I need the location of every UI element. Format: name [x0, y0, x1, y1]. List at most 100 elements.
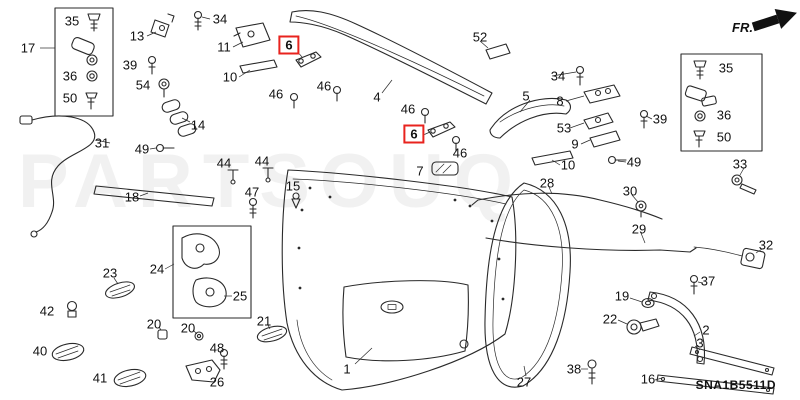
part-20-grommet-a [157, 329, 168, 340]
part-46-clip-d [451, 135, 461, 152]
part-6-hinge-lever-right [427, 121, 456, 138]
part-46-clip-c [420, 107, 430, 124]
part-label-40[interactable]: 40 [32, 343, 48, 359]
part-10-shim-right [531, 150, 574, 166]
part-label-6[interactable]: 6 [278, 35, 300, 55]
part-54-washer-bolt [158, 78, 170, 98]
part-label-18[interactable]: 18 [124, 189, 140, 205]
part-label-15[interactable]: 15 [285, 178, 301, 194]
part-label-41[interactable]: 41 [92, 370, 108, 386]
part-label-19[interactable]: 19 [614, 288, 630, 304]
part-24-latch-assembly-box [172, 225, 252, 319]
part-41-pad [113, 368, 147, 388]
part-hardware-kit-box-right [680, 53, 763, 152]
part-label-3[interactable]: 3 [696, 335, 704, 351]
part-label-53[interactable]: 53 [556, 120, 572, 136]
part-44-clip-b [262, 167, 274, 183]
part-label-9[interactable]: 9 [571, 136, 579, 152]
part-20-grommet-b [194, 331, 204, 341]
part-label-47[interactable]: 47 [244, 184, 260, 200]
part-label-36[interactable]: 36 [716, 107, 732, 123]
part-label-16[interactable]: 16 [640, 371, 656, 387]
part-label-39[interactable]: 39 [122, 57, 138, 73]
part-label-52[interactable]: 52 [472, 29, 488, 45]
part-label-35[interactable]: 35 [64, 13, 80, 29]
part-label-8[interactable]: 8 [556, 93, 564, 109]
part-53-bracket [583, 112, 614, 130]
part-label-24[interactable]: 24 [149, 261, 165, 277]
part-label-22[interactable]: 22 [602, 311, 618, 327]
part-label-33[interactable]: 33 [732, 156, 748, 172]
part-label-46[interactable]: 46 [316, 78, 332, 94]
part-10-shim-left [239, 59, 278, 74]
part-label-49[interactable]: 49 [134, 141, 150, 157]
part-label-36[interactable]: 36 [62, 68, 78, 84]
part-label-17[interactable]: 17 [20, 40, 36, 56]
part-label-20[interactable]: 20 [146, 316, 162, 332]
part-label-35[interactable]: 35 [718, 60, 734, 76]
part-9-hinge-plate-right [589, 130, 621, 148]
part-28-torsion-rod [471, 192, 663, 220]
part-40-pad [51, 342, 85, 362]
part-label-6[interactable]: 6 [403, 124, 425, 144]
part-label-54[interactable]: 54 [135, 77, 151, 93]
part-3-stay-strip [689, 346, 775, 376]
part-label-20[interactable]: 20 [180, 320, 196, 336]
part-label-46[interactable]: 46 [400, 101, 416, 117]
part-26-bracket [185, 359, 221, 383]
part-17-hardware-kit-box [54, 7, 114, 117]
part-label-46[interactable]: 46 [452, 145, 468, 161]
part-label-11[interactable]: 11 [217, 39, 231, 55]
part-label-38[interactable]: 38 [566, 361, 582, 377]
part-label-10[interactable]: 10 [560, 157, 576, 173]
part-label-23[interactable]: 23 [102, 265, 118, 281]
fr-direction-arrow [751, 8, 797, 32]
part-label-1[interactable]: 1 [343, 361, 351, 377]
part-label-5[interactable]: 5 [522, 88, 530, 104]
part-label-10[interactable]: 10 [222, 69, 238, 85]
part-label-42[interactable]: 42 [39, 303, 55, 319]
part-29-torsion-rod [485, 237, 697, 253]
part-label-39[interactable]: 39 [652, 111, 668, 127]
leader-lines [40, 16, 763, 381]
part-label-44[interactable]: 44 [254, 153, 270, 169]
part-label-44[interactable]: 44 [216, 155, 232, 171]
part-label-7[interactable]: 7 [416, 163, 424, 179]
part-label-31[interactable]: 31 [94, 135, 110, 151]
part-label-46[interactable]: 46 [268, 86, 284, 102]
part-34-bolt-right [575, 65, 585, 86]
part-label-50[interactable]: 50 [62, 90, 78, 106]
part-label-27[interactable]: 27 [516, 374, 532, 390]
part-label-2[interactable]: 2 [702, 322, 710, 338]
part-44-clip-a [227, 169, 239, 185]
part-37-bolt [689, 274, 699, 295]
part-23-pad [105, 281, 135, 299]
part-label-29[interactable]: 29 [631, 221, 647, 237]
part-33-lock-striker [731, 174, 757, 195]
part-49-bolt-right [607, 155, 627, 165]
part-11-hinge-base-bracket [233, 22, 271, 48]
part-label-25[interactable]: 25 [232, 288, 248, 304]
part-label-50[interactable]: 50 [716, 129, 732, 145]
part-39-bolt-right [639, 109, 649, 129]
part-1-trunk-lid [281, 169, 517, 391]
part-52-garnish-end-piece [485, 43, 511, 60]
part-label-34[interactable]: 34 [550, 68, 566, 84]
part-label-4[interactable]: 4 [373, 89, 381, 105]
part-label-28[interactable]: 28 [539, 175, 555, 191]
part-label-14[interactable]: 14 [190, 117, 206, 133]
part-label-32[interactable]: 32 [758, 237, 774, 253]
part-label-26[interactable]: 26 [209, 374, 225, 390]
part-label-48[interactable]: 48 [209, 340, 225, 356]
part-label-13[interactable]: 13 [129, 28, 145, 44]
fr-label: FR. [732, 20, 753, 35]
part-label-37[interactable]: 37 [700, 273, 716, 289]
part-label-34[interactable]: 34 [212, 11, 228, 27]
part-label-49[interactable]: 49 [626, 154, 642, 170]
part-49-bolt-left [155, 143, 175, 153]
part-18-trim-strip [93, 185, 215, 207]
part-label-21[interactable]: 21 [256, 313, 272, 329]
part-label-30[interactable]: 30 [622, 183, 638, 199]
part-21-pad [256, 325, 288, 343]
